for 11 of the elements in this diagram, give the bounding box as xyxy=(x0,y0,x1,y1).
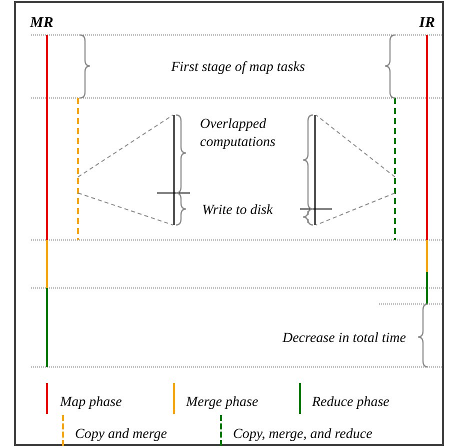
legend-label: Merge phase xyxy=(186,394,258,412)
legend-label: Map phase xyxy=(60,394,122,412)
annotation-text: Write to disk xyxy=(202,202,274,220)
column-heading: IR xyxy=(418,14,435,33)
legend-label: Copy, merge, and reduce xyxy=(233,426,372,444)
column-heading: MR xyxy=(30,14,54,33)
annotation-text: First stage of map tasks xyxy=(170,59,306,77)
legend-label: Reduce phase xyxy=(312,394,390,412)
annotation-text: Overlapped computations xyxy=(200,116,276,152)
annotation-text: Decrease in total time xyxy=(281,330,406,348)
legend-label: Copy and merge xyxy=(75,426,168,444)
